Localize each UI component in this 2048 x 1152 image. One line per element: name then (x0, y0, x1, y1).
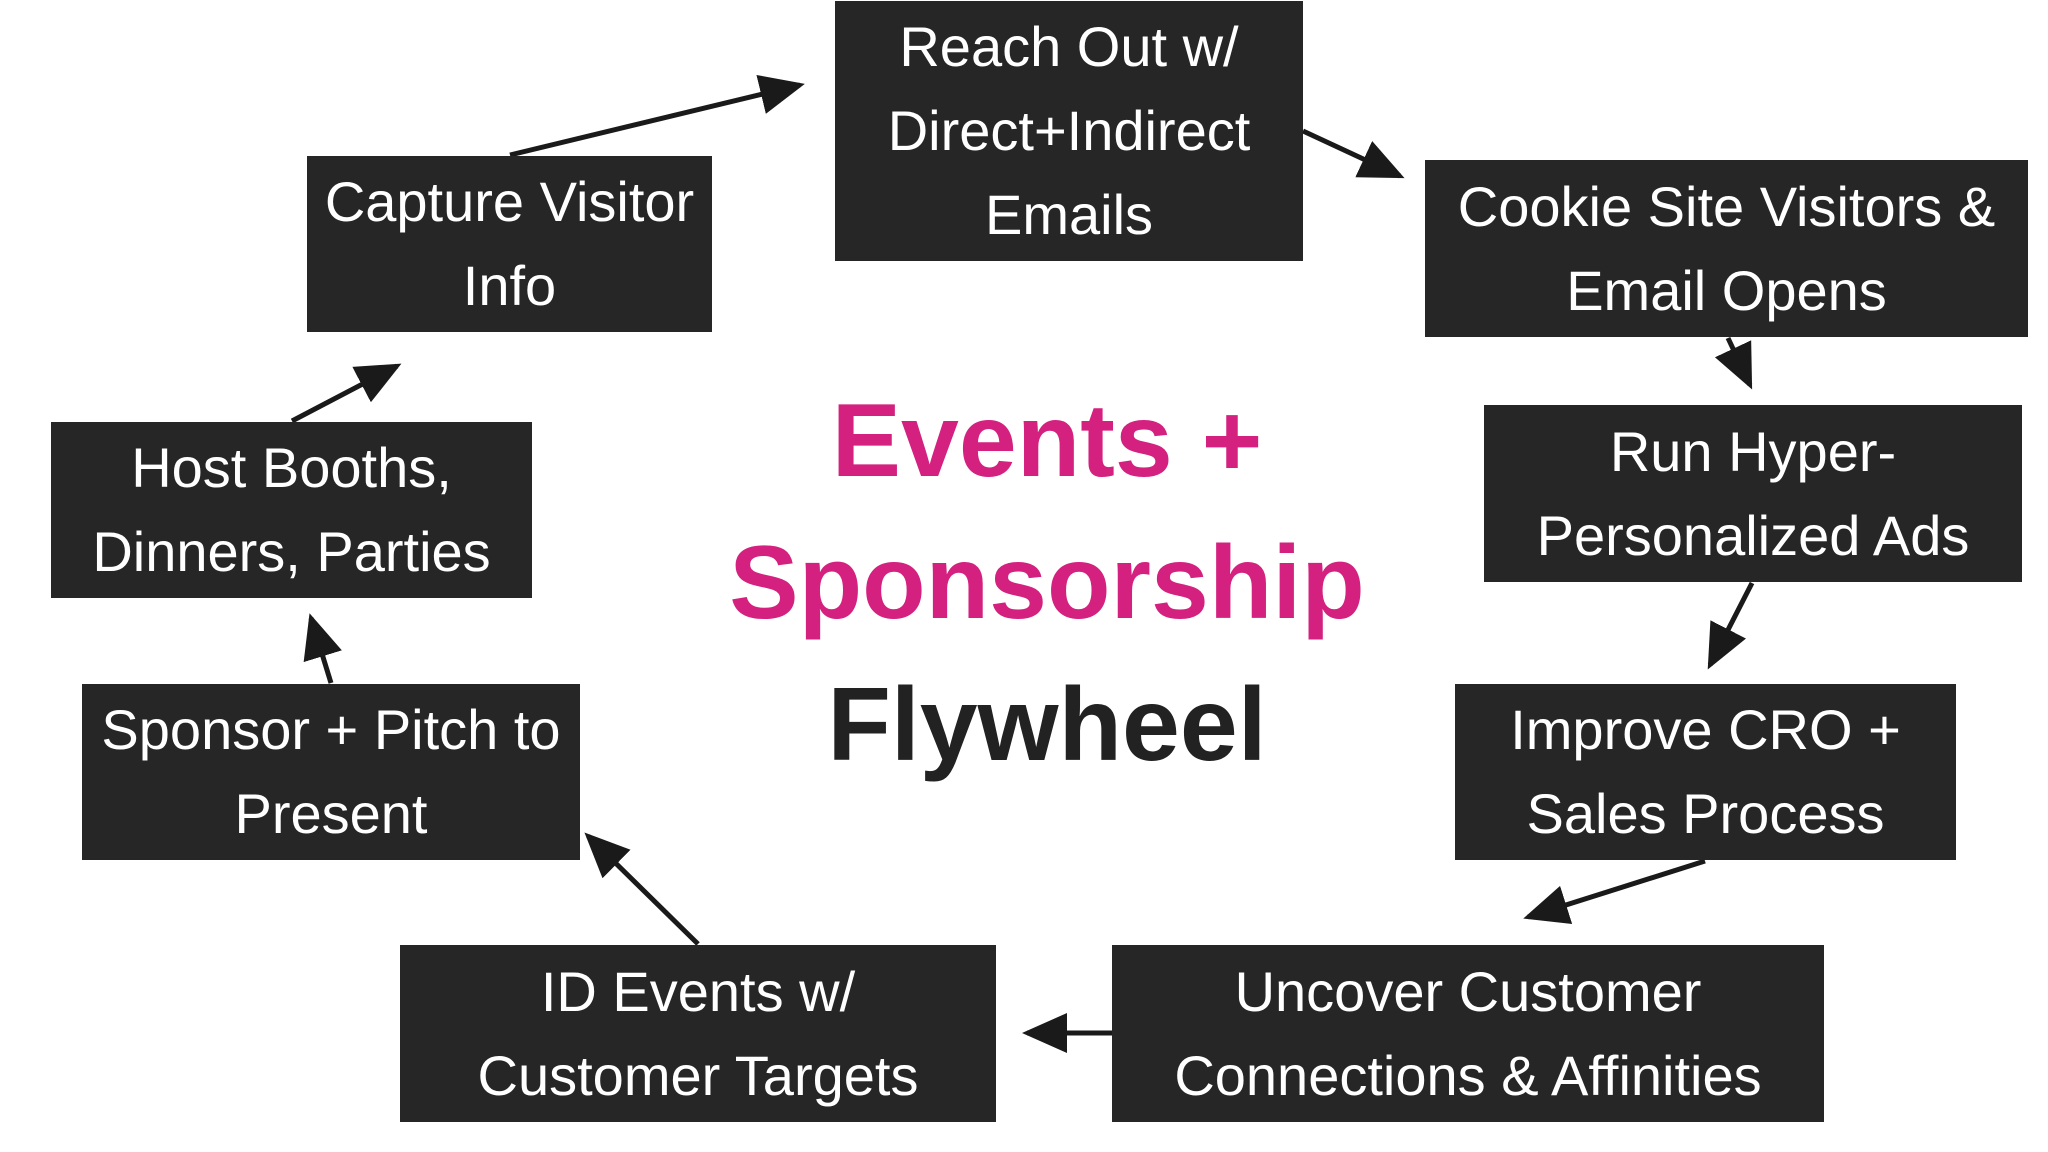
step-uncover-connections-line-2: Connections & Affinities (1174, 1043, 1762, 1107)
step-id-events-line-1: ID Events w/ (540, 959, 856, 1023)
arrow-cro-to-uncover (1523, 858, 1706, 925)
step-cookie-visitors: Cookie Site Visitors & Email Opens (1425, 160, 2028, 337)
step-reach-out-line-2: Direct+Indirect (887, 99, 1251, 162)
step-run-ads-line-2: Personalized Ads (1536, 503, 1970, 567)
step-sponsor-pitch-line-2: Present (234, 782, 428, 845)
arrow-sponsor-to-host (303, 613, 342, 684)
step-capture-visitor: Capture Visitor Info (307, 156, 712, 332)
step-run-ads-line-1: Run Hyper- (1609, 419, 1897, 483)
step-cookie-visitors-line-1: Cookie Site Visitors & (1457, 174, 1996, 238)
arrow-host-to-capture (290, 363, 402, 424)
title-line-sponsorship: Sponsorship (729, 525, 1365, 641)
title-line-events: Events + (831, 383, 1263, 499)
step-improve-cro: Improve CRO + Sales Process (1455, 684, 1956, 860)
diagram-title: Events + Sponsorship Flywheel (647, 370, 1447, 796)
step-cookie-visitors-line-2: Email Opens (1566, 258, 1887, 322)
step-id-events-line-2: Customer Targets (477, 1043, 919, 1107)
arrow-reach-to-cookie (1301, 128, 1405, 179)
arrow-ads-to-cro (1707, 581, 1755, 670)
arrow-id-to-sponsor (584, 832, 700, 946)
step-reach-out-line-3: Emails (984, 183, 1154, 246)
step-sponsor-pitch: Sponsor + Pitch to Present (82, 684, 580, 860)
title-line-flywheel: Flywheel (827, 667, 1267, 783)
step-reach-out: Reach Out w/ Direct+Indirect Emails (835, 1, 1303, 261)
step-capture-visitor-line-1: Capture Visitor (324, 170, 695, 233)
step-improve-cro-line-1: Improve CRO + (1510, 698, 1901, 761)
step-host-booths-line-1: Host Booths, (131, 436, 452, 499)
step-id-events: ID Events w/ Customer Targets (400, 945, 996, 1122)
arrow-cookie-to-ads (1714, 336, 1753, 390)
step-improve-cro-line-2: Sales Process (1526, 782, 1885, 845)
step-host-booths-line-2: Dinners, Parties (92, 520, 491, 583)
step-uncover-connections: Uncover Customer Connections & Affinitie… (1112, 945, 1824, 1122)
step-reach-out-line-1: Reach Out w/ (899, 15, 1239, 78)
step-host-booths: Host Booths, Dinners, Parties (51, 422, 532, 598)
step-run-ads: Run Hyper- Personalized Ads (1484, 405, 2022, 582)
arrow-capture-to-reach (509, 74, 805, 158)
step-sponsor-pitch-line-1: Sponsor + Pitch to (101, 698, 561, 761)
step-uncover-connections-line-1: Uncover Customer (1234, 959, 1702, 1023)
step-capture-visitor-line-2: Info (462, 254, 557, 317)
